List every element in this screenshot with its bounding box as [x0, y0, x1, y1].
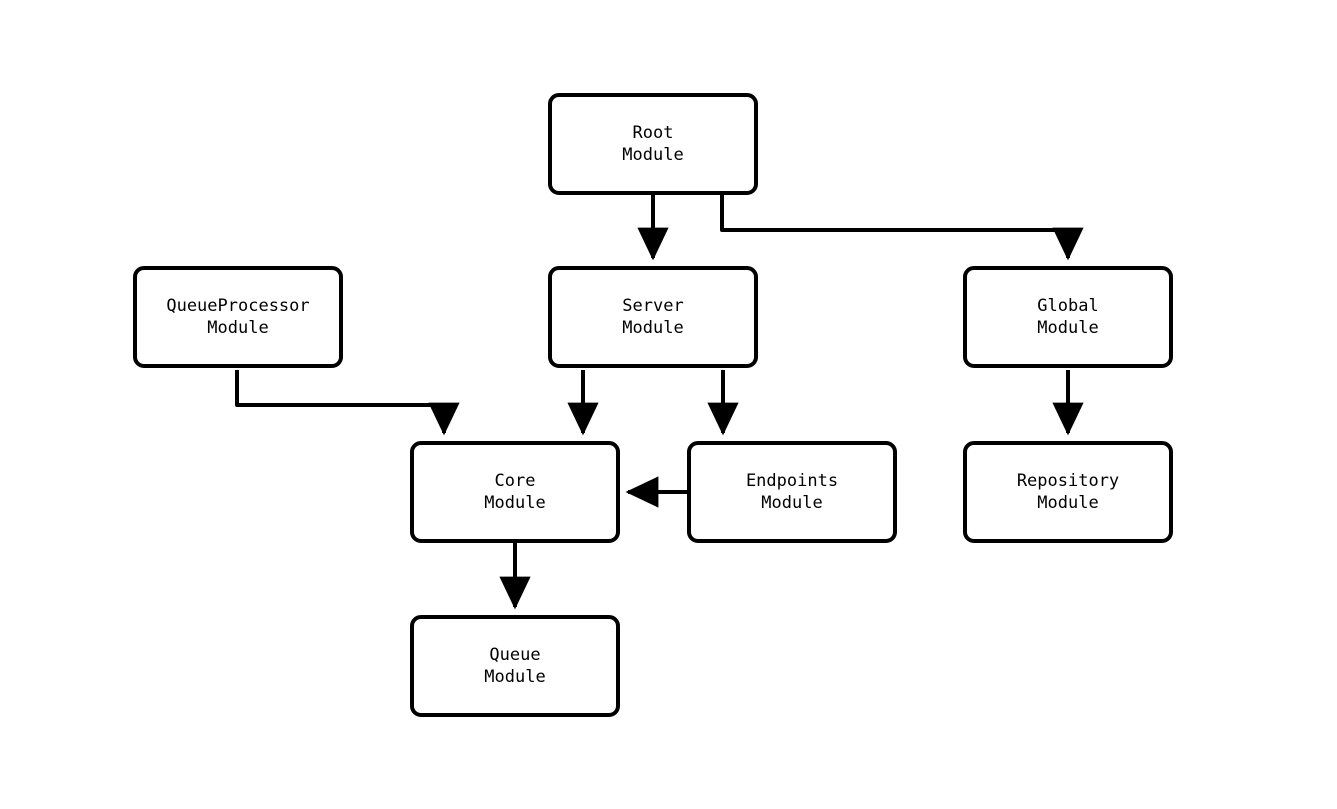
edge-queueprocessor-to-core	[235, 370, 460, 436]
node-label-secondary: Module	[1037, 493, 1099, 513]
node-label-secondary: Module	[622, 318, 684, 338]
node-label-secondary: Module	[484, 493, 546, 513]
node-label-primary: Root	[632, 123, 674, 143]
node-label-secondary: Module	[1037, 318, 1099, 338]
node-label-secondary: Module	[207, 318, 269, 338]
node-label-primary: Server	[622, 296, 684, 316]
node-label-primary: Queue	[489, 645, 541, 665]
edge-root-to-global	[720, 195, 1084, 261]
node-label-primary: Repository	[1016, 471, 1120, 491]
node-label-secondary: Module	[484, 667, 546, 687]
node-label-primary: Endpoints	[745, 471, 839, 491]
node-label-secondary: Module	[761, 493, 823, 513]
node-label-secondary: Module	[622, 145, 684, 165]
node-label-primary: Global	[1037, 296, 1099, 316]
node-label-primary: QueueProcessor	[166, 296, 310, 316]
node-label-primary: Core	[494, 471, 536, 491]
